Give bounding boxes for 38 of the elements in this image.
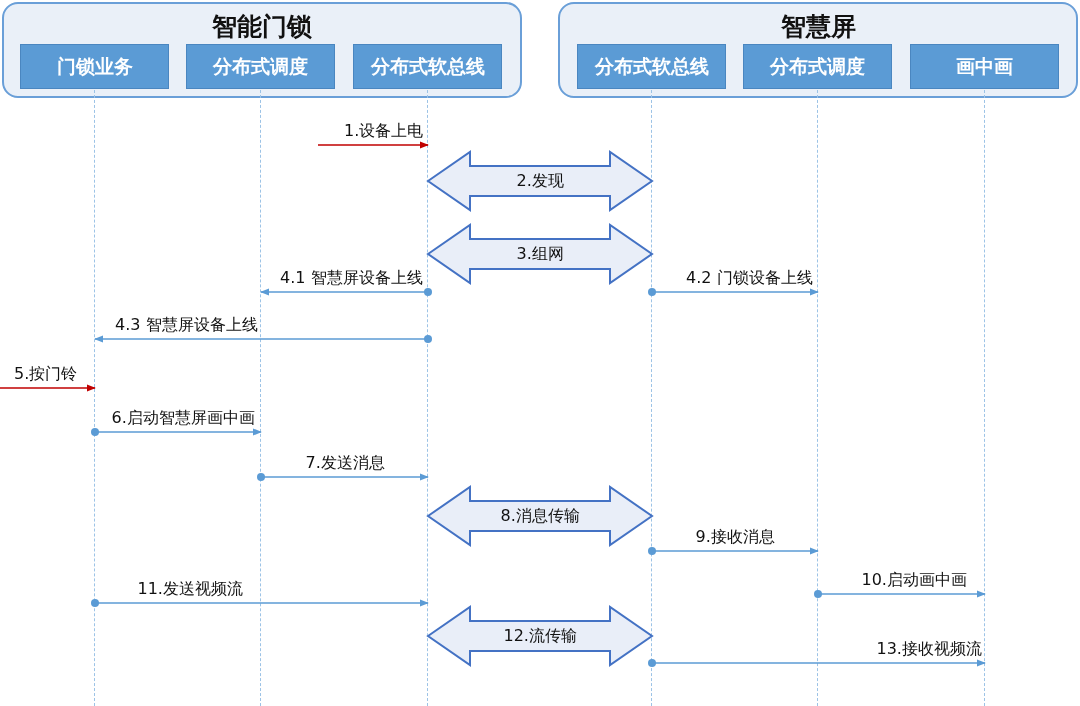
edge-label: 6.启动智慧屏画中画 [109,408,257,428]
lifeline [94,90,96,706]
edge-label: 4.2 门锁设备上线 [684,268,815,288]
group-panel [558,2,1078,98]
component-box: 画中画 [910,44,1059,89]
component-box: 分布式调度 [743,44,892,89]
arrow [91,428,262,436]
edge-label: 8.消息传输 [498,506,582,526]
arrow [814,590,986,598]
component-box: 分布式调度 [186,44,335,89]
component-box: 门锁业务 [20,44,169,89]
edge-label: 1.设备上电 [342,121,426,141]
component-box: 分布式软总线 [353,44,502,89]
arrow [94,335,432,343]
arrow [91,599,429,607]
edge-label: 4.1 智慧屏设备上线 [278,268,425,288]
edge-label: 4.3 智慧屏设备上线 [113,315,260,335]
arrow [260,288,432,296]
edge-label: 3.组网 [514,244,566,264]
component-box: 分布式软总线 [577,44,726,89]
arrow [648,547,819,555]
edge-label: 2.发现 [514,171,566,191]
edge-label: 7.发送消息 [303,453,387,473]
arrow [0,384,96,392]
double-arrow [426,223,654,285]
arrow [317,141,429,149]
arrow [257,473,429,481]
arrow [648,288,819,296]
lifeline [260,90,262,706]
edge-label: 5.按门铃 [12,364,80,384]
group-panel [2,2,522,98]
lifeline [984,90,986,706]
group-title: 智能门锁 [211,11,313,43]
group-title: 智慧屏 [779,11,857,43]
edge-label: 9.接收消息 [693,527,777,547]
arrow [648,659,986,667]
double-arrow [426,150,654,212]
lifeline [817,90,819,706]
